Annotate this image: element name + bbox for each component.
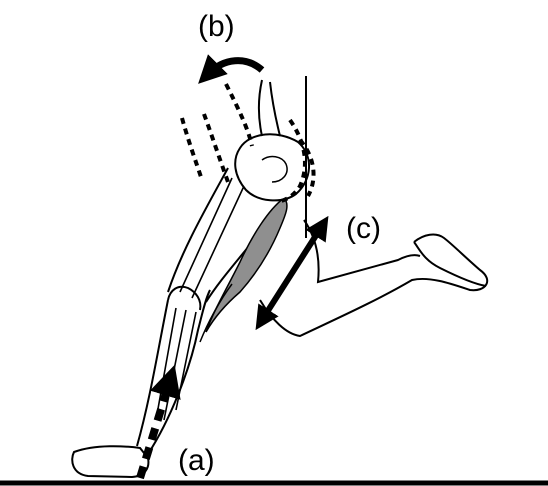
stance-foot [72, 446, 148, 477]
torso-back [270, 82, 280, 136]
dotted-back-outline [226, 84, 252, 146]
label-b: (b) [198, 10, 235, 43]
label-a: (a) [178, 444, 215, 477]
stance-shin-front [137, 300, 168, 446]
dotted-far-outline [182, 118, 202, 180]
arrow-a [140, 380, 170, 478]
pelvis [235, 134, 309, 200]
label-c: (c) [346, 212, 381, 245]
torso-front [259, 80, 262, 136]
dotted-outer-outline [204, 114, 228, 182]
swing-thigh-bottom [260, 235, 487, 336]
tibia-bone [156, 308, 186, 420]
arrow-b [208, 61, 262, 74]
fibula-bone [176, 312, 196, 410]
hamstring-muscle [206, 198, 287, 332]
